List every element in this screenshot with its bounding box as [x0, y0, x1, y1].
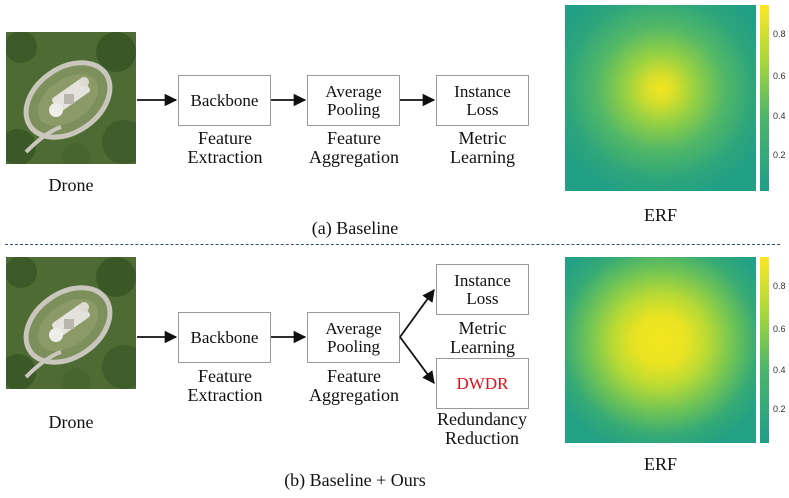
erf-label: ERF: [643, 454, 677, 474]
redundancy-reduction-line2: Reduction: [445, 428, 519, 448]
colorbar-tick: 0.6: [773, 324, 786, 334]
feature-extraction-line2: Extraction: [187, 385, 263, 405]
colorbar: [760, 5, 769, 191]
arrow-pooling-to-dwdr: [399, 336, 435, 385]
colorbar: [760, 257, 769, 443]
colorbar-tick: 0.2: [773, 150, 786, 160]
drone-image: [6, 32, 136, 164]
feature-aggregation-line1: Feature: [327, 128, 381, 148]
feature-aggregation-line1: Feature: [327, 366, 381, 386]
feature-aggregation-label: Feature Aggregation: [295, 129, 413, 167]
average-pooling-label-line1: Average: [325, 81, 382, 101]
panel-baseline: Drone Backbone Average Pooling Instance …: [6, 5, 786, 238]
erf-heatmap: [565, 257, 756, 443]
colorbar-tick: 0.2: [773, 404, 786, 414]
metric-learning-label: Metric Learning: [430, 129, 535, 167]
flow-arrows: [137, 93, 436, 107]
metric-learning-label: Metric Learning: [430, 319, 535, 357]
average-pooling-box: Average Pooling: [307, 75, 400, 126]
instance-loss-label-line1: Instance: [454, 81, 511, 101]
drone-aerial-image: [6, 257, 136, 389]
feature-extraction-label: Feature Extraction: [170, 129, 280, 167]
feature-extraction-label: Feature Extraction: [170, 367, 280, 405]
instance-loss-label-line2: Loss: [466, 99, 499, 119]
drone-aerial-image: [6, 32, 136, 164]
feature-extraction-line1: Feature: [198, 128, 252, 148]
backbone-box: Backbone: [178, 312, 271, 363]
redundancy-reduction-line1: Redundancy: [437, 409, 527, 429]
feature-extraction-line1: Feature: [198, 366, 252, 386]
caption-baseline: (a) Baseline: [311, 218, 399, 238]
panel-baseline-plus-ours: Drone Backbone Average Pooling Instance …: [0, 249, 789, 498]
average-pooling-label-line2: Pooling: [327, 336, 380, 356]
metric-learning-line1: Metric: [458, 318, 507, 338]
drone-image: [6, 257, 136, 389]
erf-label: ERF: [643, 205, 677, 225]
average-pooling-label-line2: Pooling: [327, 99, 380, 119]
feature-aggregation-label: Feature Aggregation: [295, 367, 413, 405]
drone-label: Drone: [48, 412, 94, 432]
feature-aggregation-line2: Aggregation: [309, 147, 399, 167]
backbone-label: Backbone: [190, 327, 259, 347]
metric-learning-line1: Metric: [458, 128, 507, 148]
colorbar-tick: 0.8: [773, 29, 786, 39]
dwdr-box: DWDR: [436, 358, 529, 409]
instance-loss-box: Instance Loss: [436, 264, 529, 315]
section-divider: [5, 244, 780, 245]
colorbar-tick: 0.8: [773, 281, 786, 291]
average-pooling-label-line1: Average: [325, 318, 382, 338]
feature-aggregation-line2: Aggregation: [309, 385, 399, 405]
instance-loss-label-line2: Loss: [466, 288, 499, 308]
arrow-pooling-to-loss: [399, 288, 435, 338]
backbone-box: Backbone: [178, 75, 271, 126]
colorbar-tick: 0.4: [773, 365, 786, 375]
instance-loss-box: Instance Loss: [436, 75, 529, 126]
drone-label: Drone: [48, 175, 94, 195]
redundancy-reduction-label: Redundancy Reduction: [422, 410, 542, 448]
colorbar-tick: 0.4: [773, 111, 786, 121]
dwdr-label: DWDR: [456, 373, 509, 393]
caption-baseline-plus-ours: (b) Baseline + Ours: [284, 470, 426, 490]
erf-heatmap: [565, 5, 756, 191]
feature-extraction-line2: Extraction: [187, 147, 263, 167]
average-pooling-box: Average Pooling: [307, 312, 400, 363]
flow-arrows: [137, 288, 435, 385]
metric-learning-line2: Learning: [450, 337, 515, 357]
instance-loss-label-line1: Instance: [454, 270, 511, 290]
metric-learning-line2: Learning: [450, 147, 515, 167]
backbone-label: Backbone: [190, 90, 259, 110]
colorbar-tick: 0.6: [773, 71, 786, 81]
